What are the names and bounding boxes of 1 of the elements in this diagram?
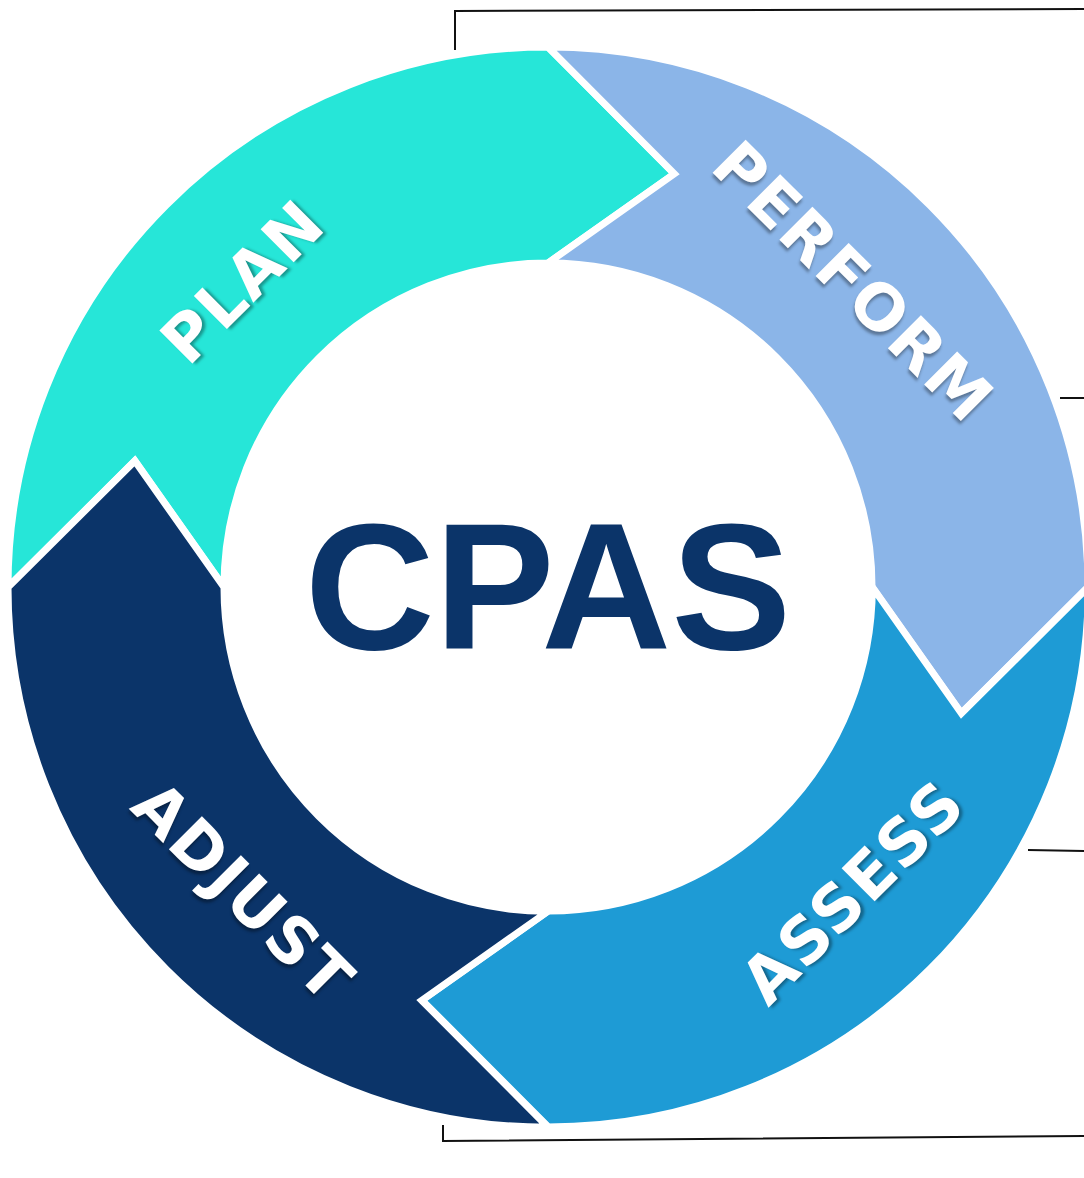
- cycle-title: CPAS: [304, 497, 792, 677]
